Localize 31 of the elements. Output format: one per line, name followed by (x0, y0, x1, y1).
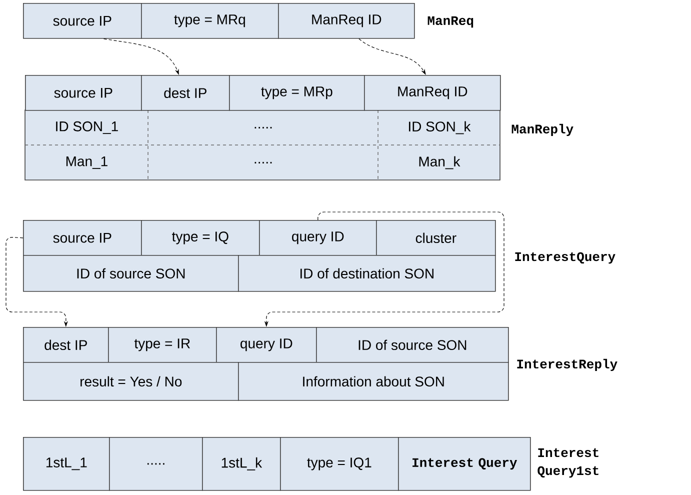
field-cell: ManReq ID (278, 3, 415, 39)
field-cell: 1stL_k (202, 436, 281, 491)
field-cell: type = IR (108, 327, 217, 363)
field-cell: ID of source SON (23, 254, 239, 292)
field-cell: ID SON_1 (56, 121, 118, 134)
field-cell: source IP (23, 3, 142, 39)
field-cell: type = IQ (141, 220, 260, 256)
field-cell: ..... (254, 126, 272, 128)
field-cell: ..... (254, 162, 272, 164)
packet-name: InterestReply (517, 358, 618, 372)
packet-name: InterestQuery (515, 252, 616, 264)
packet-name: ManReply (512, 124, 574, 136)
field-cell: Interest Query (398, 436, 531, 491)
field-cell: dest IP (23, 327, 109, 363)
field-cell: dest IP (141, 75, 230, 111)
field-cell: Man_1 (66, 156, 108, 169)
field-cell: type = MRq (141, 3, 279, 39)
field-cell: type = IQ1 (280, 436, 399, 491)
field-cell: source IP (23, 220, 142, 256)
field-cell: Man_k (419, 156, 460, 170)
field-cell: 1stL_1 (23, 436, 110, 491)
field-cell: type = MRp (229, 75, 365, 111)
packet-name: ManReq (428, 16, 474, 28)
field-cell: ManReq ID (364, 75, 501, 111)
field-cell: query ID (216, 327, 317, 363)
field-cell: source IP (25, 75, 142, 111)
field-cell: ID SON_k (408, 121, 471, 134)
field-cell: ..... (109, 436, 203, 491)
field-cell: query ID (259, 220, 377, 256)
field-cell: cluster (376, 220, 496, 256)
field-cell: ID of source SON (316, 327, 509, 363)
